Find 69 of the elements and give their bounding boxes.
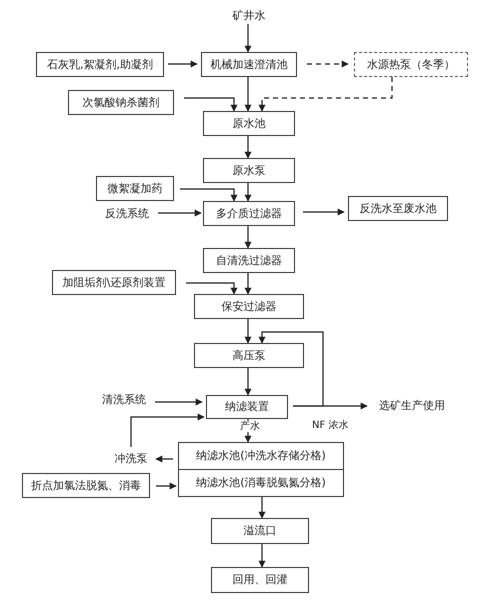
arrow (158, 210, 202, 216)
box-label: 纳滤装置 (225, 400, 269, 414)
arrow (130, 414, 205, 447)
process-box (52, 270, 176, 295)
flow-label: 选矿生产使用 (379, 399, 445, 413)
process-box (194, 294, 304, 319)
box-label: 折点加氯法脱氮、消毒 (31, 478, 141, 492)
arrow (258, 497, 266, 519)
flow-label: 清洗系统 (102, 393, 146, 407)
process-box (206, 395, 288, 419)
process-box (96, 176, 174, 201)
arrow (244, 183, 252, 202)
process-box (36, 52, 164, 77)
dashed-arrow (258, 77, 393, 112)
arrow (244, 136, 252, 159)
arrow (258, 331, 324, 407)
box-label: 回用、回灌 (232, 573, 288, 587)
box-label: 多介质过滤器 (216, 206, 282, 220)
arrow (244, 77, 252, 112)
box-label: 水源热泵（冬季） (367, 58, 455, 72)
arrow (258, 544, 266, 568)
dashed-arrow (307, 60, 349, 68)
arrow (244, 24, 252, 53)
arrow (168, 60, 198, 68)
arrow (244, 273, 252, 295)
process-box (201, 52, 297, 77)
process-box (203, 201, 295, 226)
box-label: 保安过滤器 (222, 300, 276, 314)
box-label: 高压泵 (232, 348, 266, 362)
arrow (155, 398, 203, 406)
box-label: 自清洗过滤器 (216, 254, 282, 268)
arrow (186, 282, 238, 295)
flow-label: 冲洗泵 (114, 452, 148, 466)
edge-label: 产水 (239, 421, 261, 432)
process-box (203, 248, 295, 273)
edge-label: NF 浓水 (311, 420, 350, 431)
arrow (156, 482, 177, 490)
arrow (184, 97, 238, 112)
dashed-process-box (354, 52, 468, 77)
box-label: 原水池 (232, 116, 266, 130)
process-box (203, 158, 295, 183)
box-label: 原水泵 (232, 164, 266, 178)
flow-label: 矿井水 (232, 9, 266, 23)
arrow (244, 419, 252, 443)
box-label: 纳滤水池(消毒脱氨氮分格) (196, 476, 326, 490)
box-label: 机械加速澄清池 (210, 58, 288, 72)
arrow (244, 319, 252, 344)
process-box (178, 469, 344, 497)
process-box (211, 567, 309, 593)
box-label: 微絮凝加药 (108, 182, 162, 196)
arrow (244, 226, 252, 249)
flow-label: 反洗系统 (105, 207, 149, 221)
box-label: 溢流口 (244, 524, 276, 538)
process-box (203, 111, 295, 136)
arrow (180, 188, 238, 202)
box-label: 反洗水至废水池 (360, 202, 436, 216)
box-label: 纳滤水池(冲洗水存储分格) (196, 449, 326, 463)
arrow (155, 456, 173, 462)
process-box (68, 90, 174, 115)
process-box (22, 473, 150, 498)
arrow (303, 208, 345, 216)
box-label: 石灰乳,絮凝剂,助凝剂 (47, 58, 153, 72)
arrow (244, 368, 252, 396)
process-box (194, 343, 304, 368)
box-label: 次氯酸钠杀菌剂 (82, 96, 160, 110)
process-box (348, 196, 448, 221)
process-box (211, 518, 309, 544)
process-box (178, 442, 344, 470)
box-label: 加阻垢剂\还原剂装置 (62, 276, 166, 290)
